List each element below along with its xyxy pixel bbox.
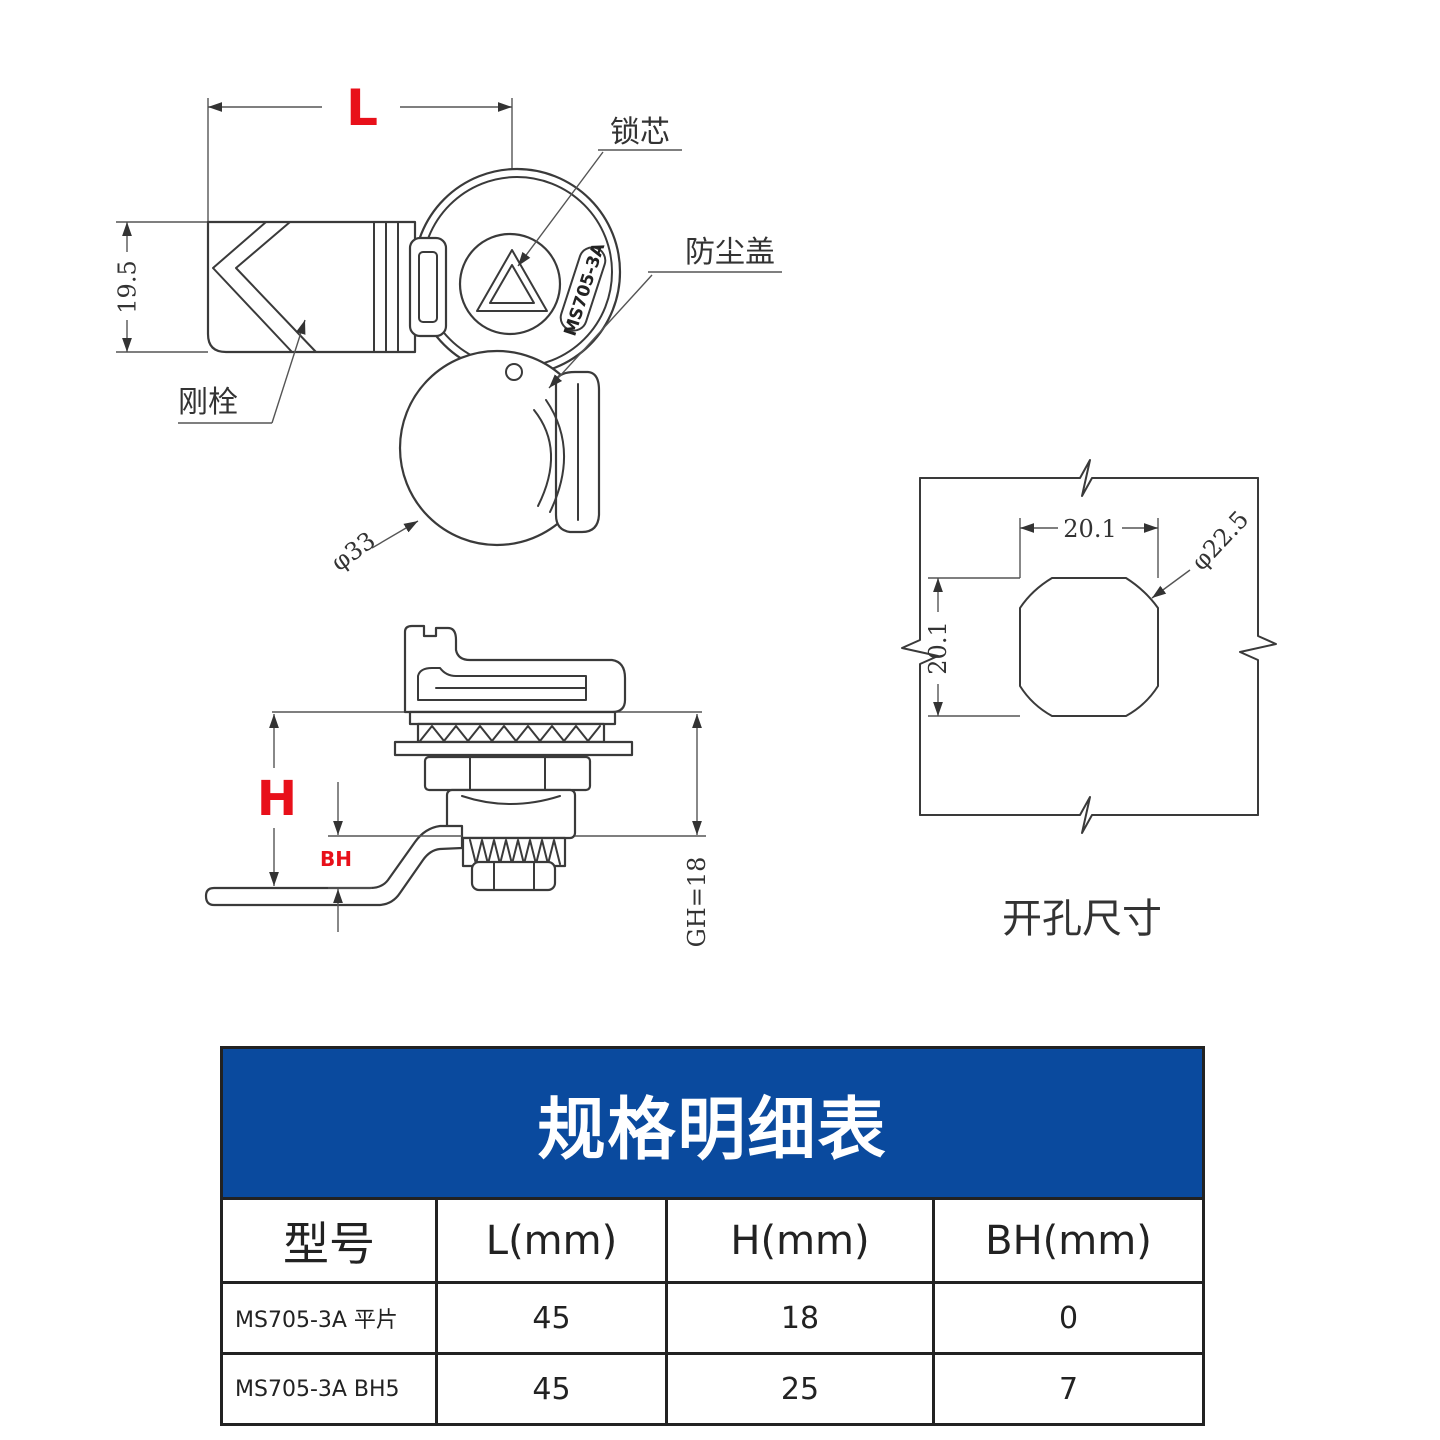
hex-nut — [423, 755, 592, 792]
lock-body: MS705-3A — [408, 167, 622, 377]
leader-line — [371, 520, 419, 549]
dust-cover-hole — [505, 363, 523, 381]
panel-edge-bottom — [919, 796, 1259, 834]
spec-table: 规格明细表 型号 L(mm) H(mm) BH(mm) MS705-3A 平片 … — [220, 1046, 1205, 1426]
cell-BH: 0 — [932, 1284, 1202, 1352]
dimension-label-L: L — [346, 79, 378, 137]
dimension-label-cutout-diameter: φ22.5 — [1186, 505, 1254, 575]
dimension-cutout-width: 20.1 — [1019, 515, 1159, 578]
screw-head — [470, 860, 557, 892]
cell-H: 25 — [665, 1355, 932, 1423]
dimension-label-H: H — [257, 771, 297, 827]
leader-line — [548, 274, 653, 389]
thread-lines — [469, 839, 561, 865]
label-bolt: 刚栓 — [178, 385, 238, 420]
model-plate-border — [559, 246, 607, 332]
cell-BH: 7 — [932, 1355, 1202, 1423]
panel-edge-top — [919, 459, 1259, 497]
dimension-label-cutout-height: 20.1 — [924, 621, 952, 674]
triangle-key-inner — [489, 264, 535, 304]
table-row: MS705-3A BH5 45 25 7 — [223, 1352, 1202, 1423]
leader-line — [271, 319, 306, 424]
cutout-caption: 开孔尺寸 — [1002, 896, 1162, 942]
panel-edge-right — [1239, 477, 1277, 816]
label-dust-cover: 防尘盖 — [685, 235, 775, 270]
dimension-cutout-diameter: φ22.5 — [1151, 505, 1254, 599]
bolt-body — [206, 220, 417, 354]
technical-drawing: L 19.5 — [114, 79, 1277, 947]
table-header-row: 型号 L(mm) H(mm) BH(mm) — [223, 1200, 1202, 1281]
bolt-chevron — [212, 221, 293, 353]
header-BH: BH(mm) — [932, 1200, 1202, 1281]
lock-cap — [403, 624, 627, 714]
dimension-GH: GH=18 — [575, 714, 711, 947]
cell-H: 18 — [665, 1284, 932, 1352]
leader-line — [1151, 569, 1191, 599]
table-row: MS705-3A 平片 45 18 0 — [223, 1281, 1202, 1352]
cell-model: MS705-3A BH5 — [235, 1376, 400, 1402]
cell-model: MS705-3A 平片 — [235, 1308, 398, 1333]
dimension-19-5: 19.5 — [114, 221, 208, 353]
lock-washer-teeth — [419, 725, 601, 742]
dust-cover-arc — [533, 409, 553, 507]
leader-bolt: 刚栓 — [178, 319, 306, 424]
dimension-label-diameter: φ33 — [326, 526, 381, 576]
header-L: L(mm) — [435, 1200, 665, 1281]
leader-line — [517, 151, 604, 267]
dust-cover — [398, 349, 601, 547]
cell-L: 45 — [435, 1284, 665, 1352]
dimension-label-19-5: 19.5 — [114, 260, 142, 313]
triangle-key-icon — [476, 249, 548, 312]
dimension-L: L — [207, 79, 513, 232]
cell-L: 45 — [435, 1355, 665, 1423]
cam — [204, 824, 464, 907]
cutout-view: 20.1 φ22.5 20.1 开孔尺寸 — [901, 459, 1277, 942]
shaft-detail — [461, 795, 561, 805]
dimension-label-cutout-width: 20.1 — [1063, 515, 1116, 543]
spacer — [408, 710, 617, 726]
header-model: 型号 — [283, 1216, 375, 1271]
bolt — [206, 220, 417, 354]
table-title: 规格明细表 — [223, 1049, 1202, 1200]
dimension-label-GH: GH=18 — [683, 857, 711, 948]
bolt-chevron — [235, 221, 317, 353]
lock-cap-detail — [417, 667, 587, 701]
panel-edge-left — [901, 477, 939, 816]
dimension-H: H — [257, 714, 297, 886]
header-H: H(mm) — [665, 1200, 932, 1281]
label-core: 锁芯 — [610, 115, 670, 150]
dimension-diameter-33: φ33 — [326, 520, 419, 577]
flat-washer — [393, 740, 634, 757]
dimension-BH: BH — [320, 782, 462, 932]
lock-core — [458, 232, 562, 336]
dust-cover-arc — [545, 399, 565, 513]
leader-dust-cover: 防尘盖 — [548, 235, 782, 389]
leader-core: 锁芯 — [517, 115, 682, 267]
side-view: H BH GH=18 — [204, 624, 711, 947]
cutout-hole — [1019, 577, 1159, 717]
lock-latch-inner — [418, 251, 438, 323]
top-view: L 19.5 — [114, 79, 782, 577]
dimension-cutout-height: 20.1 — [924, 577, 1020, 717]
dimension-label-BH: BH — [320, 847, 352, 871]
